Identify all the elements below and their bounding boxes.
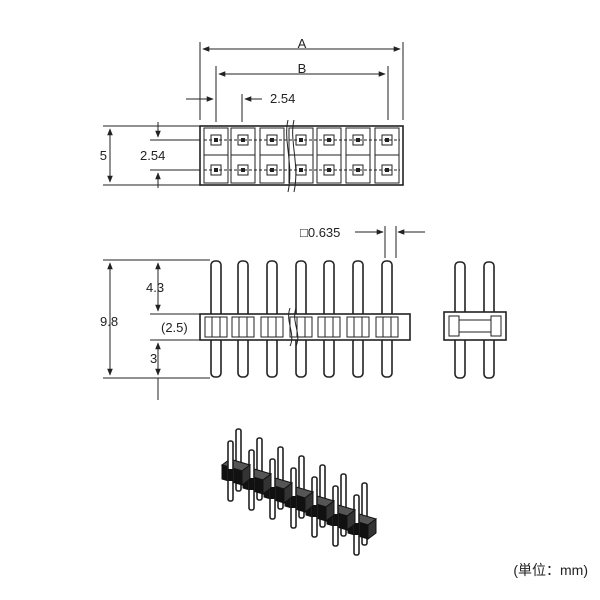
dim-b-label: B — [298, 61, 307, 76]
iso-block-side-0 — [241, 464, 251, 486]
dim-pin-square-label: □0.635 — [300, 225, 340, 240]
top-cells — [203, 127, 400, 184]
iso-block-side-3 — [304, 491, 314, 513]
dim-body-height-label: (2.5) — [161, 320, 188, 335]
dim-lower-pin-label: 3 — [150, 351, 157, 366]
front-view: □0.635 9.8 4.3 (2.5) 3 — [100, 225, 425, 400]
dim-upper-pin-label: 4.3 — [146, 280, 164, 295]
dim-total-height-label: 9.8 — [100, 314, 118, 329]
iso-block-side-6 — [367, 518, 377, 540]
side-body — [443, 311, 507, 341]
unit-note: (単位：mm) — [513, 562, 588, 578]
iso-block-side-1 — [262, 473, 272, 495]
front-cells — [204, 316, 399, 338]
iso-block-side-2 — [283, 482, 293, 504]
top-pin-5-0 — [352, 134, 364, 146]
iso-block-side-5 — [346, 509, 356, 531]
top-pin-1-1 — [237, 164, 249, 176]
iso-block-side-4 — [325, 500, 335, 522]
dim-pitch-label: 2.54 — [270, 91, 295, 106]
top-view: A B 2.54 5 2.54 — [100, 36, 404, 193]
dim-height-label: 5 — [100, 148, 107, 163]
dim-row-pitch-label: 2.54 — [140, 148, 165, 163]
top-pin-1-0 — [237, 134, 249, 146]
isometric-view — [220, 428, 378, 556]
dim-a-label: A — [298, 36, 307, 51]
side-view — [443, 261, 507, 379]
top-pin-5-1 — [352, 164, 364, 176]
